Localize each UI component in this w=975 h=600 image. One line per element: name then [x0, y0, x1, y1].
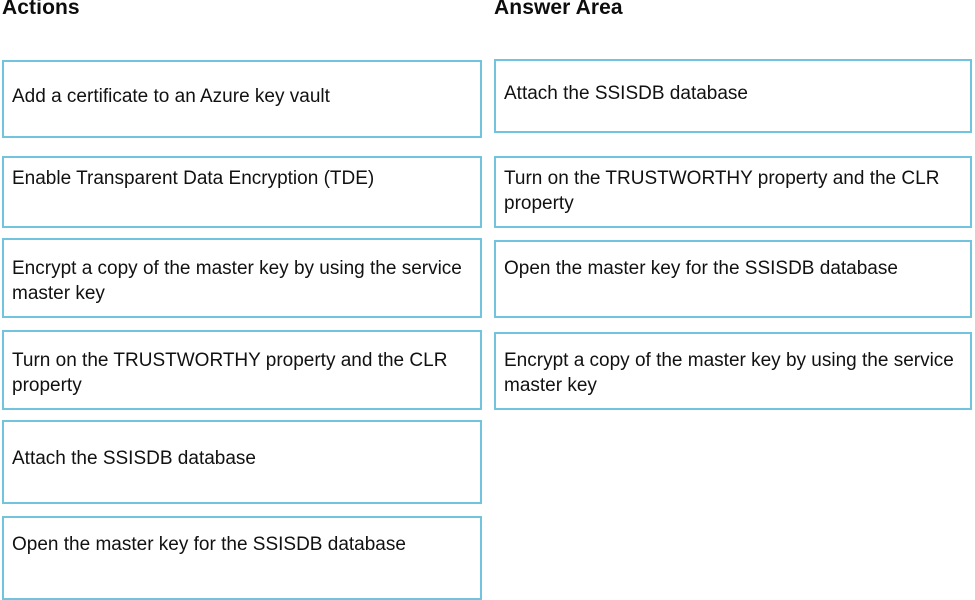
answer-item-label: Attach the SSISDB database	[504, 83, 748, 104]
action-item[interactable]: Enable Transparent Data Encryption (TDE)	[2, 156, 482, 228]
action-item[interactable]: Open the master key for the SSISDB datab…	[2, 516, 482, 600]
action-item-label: Turn on the TRUSTWORTHY property and the…	[12, 350, 448, 396]
action-item-label: Open the master key for the SSISDB datab…	[12, 534, 406, 555]
answer-item-label: Encrypt a copy of the master key by usin…	[504, 350, 954, 396]
answer-item[interactable]: Encrypt a copy of the master key by usin…	[494, 332, 972, 410]
answer-item[interactable]: Attach the SSISDB database	[494, 59, 972, 133]
answer-item-label: Turn on the TRUSTWORTHY property and the…	[504, 168, 940, 214]
answer-area-title: Answer Area	[494, 0, 623, 19]
action-item-label: Enable Transparent Data Encryption (TDE)	[12, 168, 375, 189]
action-item-label: Encrypt a copy of the master key by usin…	[12, 258, 462, 304]
actions-column: Actions Add a certificate to an Azure ke…	[2, 0, 482, 600]
answer-item[interactable]: Turn on the TRUSTWORTHY property and the…	[494, 156, 972, 228]
action-item[interactable]: Add a certificate to an Azure key vault	[2, 60, 482, 138]
answer-area-column: Answer Area Attach the SSISDB database T…	[494, 0, 972, 410]
answer-item[interactable]: Open the master key for the SSISDB datab…	[494, 240, 972, 318]
answer-item-label: Open the master key for the SSISDB datab…	[504, 258, 898, 279]
action-item[interactable]: Attach the SSISDB database	[2, 420, 482, 504]
action-item[interactable]: Turn on the TRUSTWORTHY property and the…	[2, 330, 482, 410]
action-item-label: Attach the SSISDB database	[12, 448, 256, 469]
action-item-label: Add a certificate to an Azure key vault	[12, 86, 330, 107]
action-item[interactable]: Encrypt a copy of the master key by usin…	[2, 238, 482, 318]
actions-column-title: Actions	[2, 0, 80, 19]
